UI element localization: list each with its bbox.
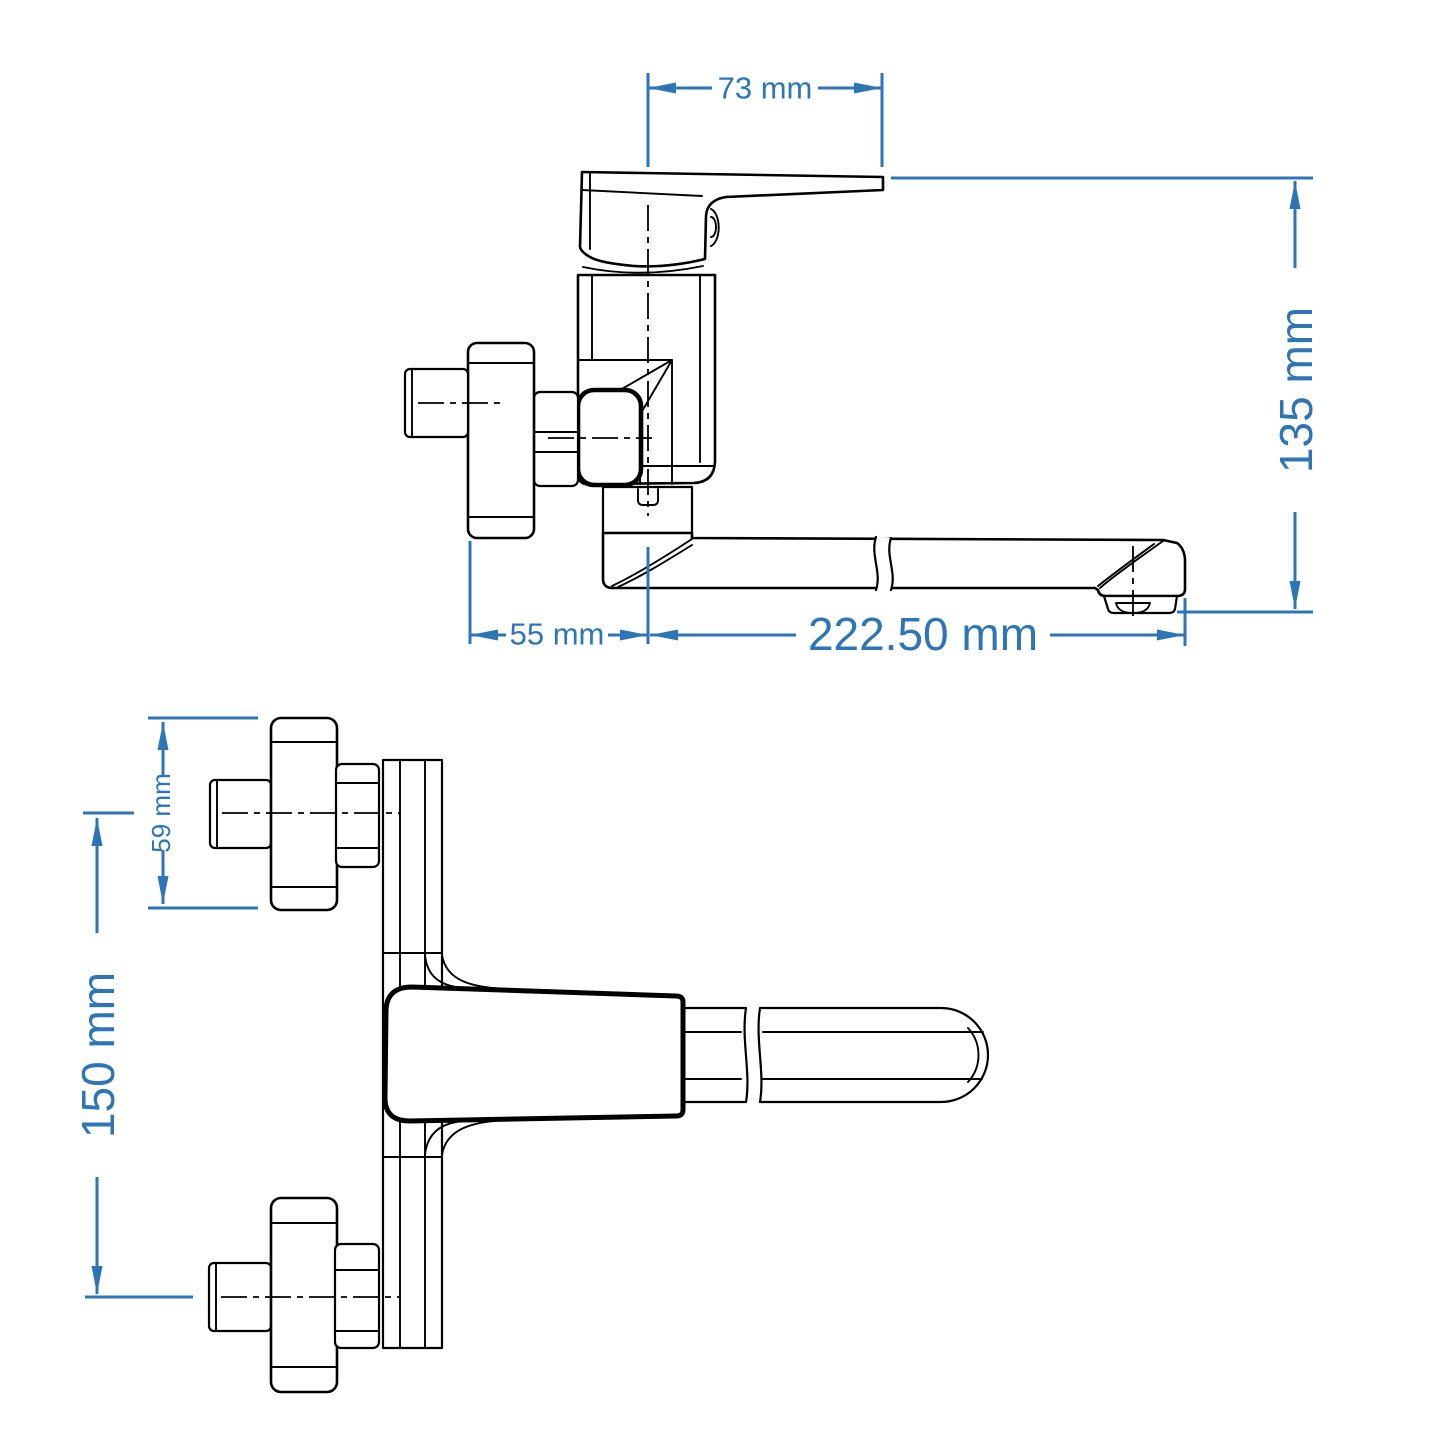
arrowhead-up [157, 722, 169, 750]
side-view [403, 170, 1187, 622]
arrowhead-down [157, 876, 169, 904]
dimension-label: 135 mm [1270, 307, 1322, 473]
wall-nut [532, 390, 580, 488]
arrowhead-right [1157, 629, 1185, 641]
aerator [1102, 594, 1179, 615]
spout-plan-main [757, 1006, 990, 1104]
arrowhead-up [1289, 181, 1301, 209]
spout-plan-lines [682, 1027, 984, 1083]
flange-top-lines [270, 741, 338, 888]
wall-plate-flares [424, 954, 511, 1156]
spout-break-lines [873, 535, 894, 592]
flange-top [269, 716, 339, 912]
body-detail-lines [577, 274, 715, 485]
dimension-total-height: 135 mm [891, 176, 1322, 614]
spout-tip-chamfer [1097, 540, 1164, 589]
flange-bottom-lines [270, 1222, 338, 1368]
nut-top [334, 762, 381, 869]
body-dome-curve [582, 265, 704, 274]
handle-cap-lines [581, 172, 703, 250]
wall-flange [466, 341, 536, 540]
dimension-label: 55 mm [510, 617, 605, 652]
arrowhead-right [620, 629, 648, 641]
dimension-handle-width: 73 mm [646, 71, 884, 167]
dimension-flange-diameter: 59 mm [146, 716, 258, 910]
arrowhead-right [854, 82, 882, 94]
handle-screw [710, 208, 720, 247]
dimension-label: 222.50 mm [808, 608, 1038, 660]
dimension-label: 150 mm [72, 972, 124, 1138]
dimension-spout-reach: 222.50 mm [650, 598, 1187, 660]
arrowhead-left [470, 629, 498, 641]
wall-flange-lines [467, 362, 535, 518]
arrowhead-left [648, 82, 676, 94]
nut-bottom-facets [334, 1269, 380, 1332]
dimension-label: 59 mm [146, 773, 176, 852]
flange-bottom [269, 1196, 339, 1394]
bottom-view [207, 716, 990, 1394]
spout-break-gap [874, 537, 893, 590]
dimension-label: 73 mm [718, 71, 813, 106]
arrowhead-up [91, 818, 103, 846]
dimension-connection-centers: 150 mm [72, 811, 193, 1299]
spout-plan-stub [681, 1006, 749, 1104]
body-plan [382, 984, 686, 1124]
arrowhead-down [91, 1266, 103, 1294]
top-connector [208, 716, 381, 912]
nut-top-facets [335, 782, 380, 849]
arrowhead-left [650, 629, 678, 641]
nipple-top [208, 778, 273, 850]
bottom-connector [207, 1196, 381, 1394]
dimension-wall-to-center: 55 mm [468, 541, 650, 652]
handle-lever [578, 170, 885, 268]
wall-nut-facets [533, 431, 579, 453]
nut-bottom [333, 1242, 381, 1350]
arrowhead-down [1289, 581, 1301, 609]
